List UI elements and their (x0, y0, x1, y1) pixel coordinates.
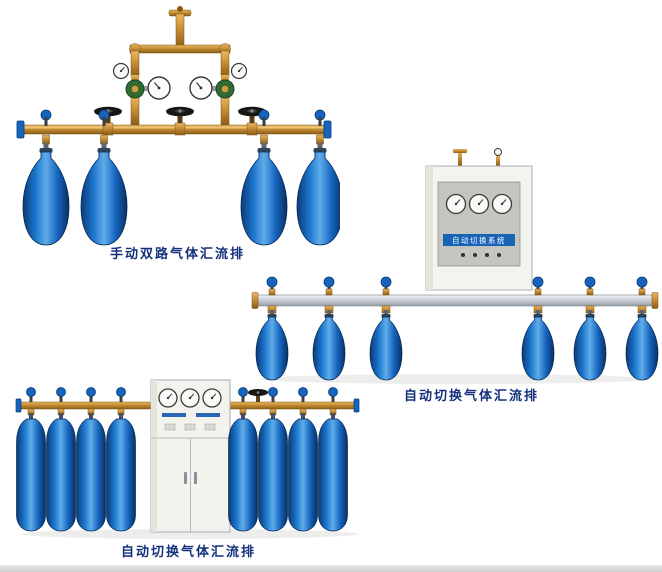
cabinet-label-strip (443, 234, 515, 246)
manifold-rail (251, 292, 659, 309)
cylinder-connection (26, 387, 36, 416)
gas-cylinder (76, 412, 106, 532)
cylinder-connection (56, 387, 66, 416)
gas-cylinder (318, 412, 348, 532)
panel-label (162, 413, 186, 417)
gas-cylinder (80, 142, 128, 246)
cylinder-connection (238, 387, 248, 416)
gas-cylinder (625, 309, 659, 381)
panel-switch (164, 423, 176, 431)
control-cabinet-floor (150, 379, 231, 533)
pressure-gauge (230, 62, 248, 80)
gas-cylinder (22, 142, 70, 246)
pressure-gauge (468, 193, 490, 215)
gas-cylinder (46, 412, 76, 532)
regulator-right (189, 62, 248, 126)
manual-dual-manifold-illustration (16, 6, 340, 246)
gas-cylinder (228, 412, 258, 532)
product-figure-auto-switch-floor (15, 372, 360, 544)
floor-shadow (22, 529, 358, 539)
pressure-gauge (189, 76, 213, 100)
panel-switch (204, 423, 216, 431)
top-header-pipe (129, 6, 231, 78)
auto-switch-manifold-illustration: 自动切换系统 (251, 148, 659, 384)
auto-switch-floor-illustration (15, 379, 360, 539)
pressure-gauge (147, 76, 171, 100)
regulator-left (112, 62, 171, 126)
indicator-light (485, 253, 489, 257)
cylinder-connection (268, 387, 278, 416)
product-figure-auto-switch: 自动切换系统 (250, 148, 660, 388)
gas-cylinder (16, 412, 46, 532)
cylinder-connection (86, 387, 96, 416)
manifold-pipes (15, 398, 360, 413)
gas-cylinder (288, 412, 318, 532)
cylinder-connection (328, 387, 338, 416)
indicator-light (473, 253, 477, 257)
pressure-gauge (445, 193, 467, 215)
gas-cylinder (573, 309, 607, 381)
pressure-gauge (158, 388, 178, 408)
door-handle (184, 472, 187, 484)
pressure-gauge (202, 388, 222, 408)
cylinder-connection (116, 387, 126, 416)
cabinet-label: 自动切换系统 (452, 235, 506, 245)
gas-cylinder (312, 309, 346, 381)
valve-handwheel (248, 389, 268, 402)
pressure-gauge (491, 193, 513, 215)
gas-cylinder (369, 309, 403, 381)
gas-cylinder (255, 309, 289, 381)
panel-switch (184, 423, 196, 431)
floor-shadow (260, 374, 650, 384)
pressure-gauge (112, 62, 130, 80)
product-caption-manual-dual: 手动双路气体汇流排 (110, 246, 246, 261)
bottom-divider (0, 565, 662, 572)
pressure-gauge (494, 148, 502, 156)
gas-cylinder (521, 309, 555, 381)
gas-cylinder (106, 412, 136, 532)
indicator-light (497, 253, 501, 257)
gas-cylinder (258, 412, 288, 532)
door-handle (194, 472, 197, 484)
manifold-pipe (16, 120, 332, 139)
product-caption-auto-switch-floor: 自动切换气体汇流排 (121, 544, 257, 559)
panel-label (196, 413, 220, 417)
product-figure-manual-dual (8, 5, 340, 247)
indicator-light (461, 253, 465, 257)
control-cabinet: 自动切换系统 (425, 148, 533, 291)
pressure-gauge (180, 388, 200, 408)
product-caption-auto-switch: 自动切换气体汇流排 (404, 388, 540, 403)
cylinder-connection (298, 387, 308, 416)
